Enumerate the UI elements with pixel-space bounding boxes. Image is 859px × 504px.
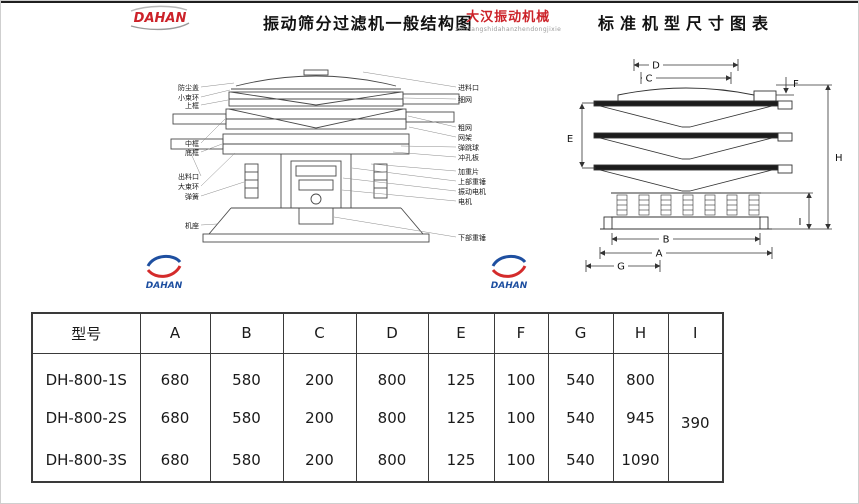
part-label: 粗网 [458,123,472,132]
part-label: 电机 [458,197,472,206]
dimension-label-A: A [656,249,663,260]
part-label: 振动电机 [458,187,486,196]
dimension-label-I: I [799,217,802,228]
header-cell-d: D [355,312,429,354]
part-label: 冲孔板 [458,153,479,162]
header-cell-e: E [427,312,495,354]
table-row: DH-800-3S 680 580 200 800 125 100 540 10… [31,439,723,482]
spec-table-section: 型号 A B C D E F G H I DH-800-1S 680 580 [31,312,724,483]
table-row: DH-800-2S 680 580 200 800 125 100 540 94… [31,396,723,439]
dahan-logo-text: DAHAN [146,281,183,291]
top-divider [1,1,858,3]
dahan-logo-mark-right: DAHAN [491,255,528,291]
header-cell-i: I [667,312,724,354]
part-label: 弹跳球 [458,143,479,152]
model-cell: DH-800-3S [31,439,141,482]
callout-lines [188,71,457,238]
value-cell: 800 [355,439,429,482]
part-label: 防尘盖 [178,83,199,92]
dimension-label-G: G [617,262,625,273]
value-cell: 800 [355,353,429,396]
dahan-logo-text: DAHAN [491,281,528,291]
header-cell-a: A [139,312,211,354]
dimension-chart-title: 标准机型尺寸图表 [598,14,775,33]
dahan-logo-text: DAHAN [134,11,187,26]
model-cell: DH-800-1S [31,353,141,396]
value-cell: 580 [209,396,284,439]
value-cell: 680 [139,396,211,439]
value-cell: 100 [493,439,549,482]
dahan-logo-graphic: DAHAN [130,5,190,31]
dahan-logo: DAHAN [127,4,193,32]
value-cell: 1090 [612,439,669,482]
spec-table: 型号 A B C D E F G H I DH-800-1S 680 580 [31,312,724,483]
structure-diagram: 防尘盖 小束环 上框 中框 底框 出料口 大束环 弹簧 机座 进料口 细网 粗网… [146,69,528,291]
header-cell-f: F [493,312,549,354]
table-row: DH-800-1S 680 580 200 800 125 100 540 80… [31,353,724,482]
structure-diagram-title: 振动筛分过滤机一般结构图 [263,14,474,33]
value-cell: 680 [139,353,211,396]
part-label: 下部重锤 [458,233,486,242]
part-label: 弹簧 [185,192,199,201]
header-cell-h: H [612,312,669,354]
model-cell: DH-800-2S [31,396,141,439]
part-label: 小束环 [178,93,199,102]
header-cell-model: 型号 [31,312,141,354]
value-cell: 200 [282,396,357,439]
part-label: 进料口 [458,83,479,92]
part-label: 出料口 [178,172,199,181]
dahan-logo-mark-left: DAHAN [146,255,183,291]
springs [616,194,760,216]
value-cell: 200 [282,353,357,396]
part-label: 上部重锤 [458,177,486,186]
header-cell-b: B [209,312,284,354]
part-label: 大束环 [178,182,199,191]
value-cell: 540 [547,396,614,439]
value-cell: 540 [547,353,614,396]
value-cell: 800 [612,353,669,396]
value-cell: 580 [209,353,284,396]
value-cell-i-merged: 390 [667,353,724,482]
dimension-label-B: B [663,235,670,246]
dimension-labels: D C F E H I B A G [567,59,843,273]
value-cell: 800 [355,396,429,439]
dimension-diagram: D C F E H I B A G [567,59,843,273]
dimension-lines [579,59,832,272]
part-label: 细网 [458,95,472,104]
value-cell: 680 [139,439,211,482]
machine-outline [593,87,793,230]
part-label: 上框 [185,101,199,110]
part-label: 加重片 [458,167,479,176]
brand-name: 大汉振动机械 [466,10,551,25]
dimension-label-E: E [567,134,573,145]
brand-block: 大汉振动机械 xinxiangshidahanzhendongjixie [455,6,561,33]
value-cell: 100 [493,396,549,439]
value-cell: 125 [427,353,495,396]
machine-cross-section [170,69,460,243]
part-labels: 防尘盖 小束环 上框 中框 底框 出料口 大束环 弹簧 机座 进料口 细网 粗网… [178,83,486,242]
value-cell: 125 [427,439,495,482]
value-cell: 580 [209,439,284,482]
part-label: 网架 [458,134,472,142]
part-label: 底框 [185,148,199,157]
value-cell: 200 [282,439,357,482]
value-cell: 100 [493,353,549,396]
brand-subtext: xinxiangshidahanzhendongjixie [455,26,562,33]
dimension-label-F: F [793,79,799,90]
header-cell-c: C [282,312,357,354]
table-header-row: 型号 A B C D E F G H I [31,312,724,354]
dimension-label-D: D [652,61,660,72]
dimension-label-C: C [646,74,653,85]
value-cell: 945 [612,396,669,439]
value-cell: 540 [547,439,614,482]
value-cell: 125 [427,396,495,439]
dimension-label-H: H [835,153,843,164]
part-label: 机座 [185,221,199,230]
part-label: 中框 [185,139,199,148]
header-cell-g: G [547,312,614,354]
